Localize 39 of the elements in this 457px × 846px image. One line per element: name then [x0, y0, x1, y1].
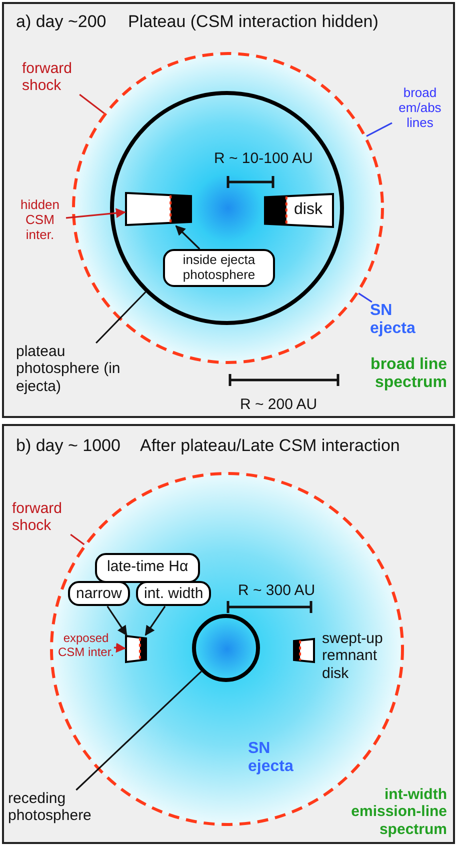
- panel-heading: Plateau (CSM interaction hidden): [128, 12, 378, 32]
- arrow: [175, 225, 200, 250]
- annotation-text: forward shock: [12, 500, 82, 534]
- region-label: SN ejecta: [248, 740, 294, 777]
- segment-label: disk: [294, 201, 322, 220]
- annotation-text: exposed CSM inter.: [58, 632, 114, 660]
- arrow: [144, 606, 166, 636]
- panel-heading: After plateau/Late CSM interaction: [140, 436, 400, 456]
- leader-line: [79, 94, 105, 114]
- spectrum-note: int-width emission-line spectrum: [350, 786, 447, 838]
- leader-line: [76, 670, 202, 791]
- dimension-label: R ~ 200 AU: [240, 396, 318, 414]
- leader-line: [366, 122, 392, 137]
- panel-heading: b) day ~ 1000: [16, 436, 120, 456]
- annotation-text: hidden CSM inter.: [14, 198, 66, 243]
- panel: [2, 424, 455, 844]
- panel-heading: a) day ~200: [16, 12, 106, 32]
- panel: [2, 2, 455, 418]
- callout-bubble: narrow: [68, 581, 130, 606]
- annotation-text: broad em/abs lines: [392, 86, 448, 131]
- region-label: swept-up remnant disk: [322, 630, 384, 682]
- dimension-label: R ~ 300 AU: [238, 582, 316, 600]
- annotation-text: forward shock: [22, 60, 92, 94]
- photosphere-circle: [192, 614, 260, 682]
- callout-bubble: inside ejecta photosphere: [163, 249, 275, 287]
- arrow: [114, 642, 126, 653]
- leader-line: [96, 291, 146, 344]
- annotation-text: plateau photosphere (in ejecta): [16, 343, 126, 395]
- leader-line: [70, 534, 85, 546]
- dimension-label: R ~ 10-100 AU: [214, 150, 313, 168]
- photosphere-circle: [110, 91, 344, 325]
- arrow: [106, 606, 128, 636]
- arrow: [66, 208, 126, 219]
- callout-bubble: late-time Hα: [95, 553, 200, 584]
- annotation-text: receding photosphere: [8, 790, 108, 824]
- leader-line: [358, 292, 372, 303]
- spectrum-note: broad line spectrum: [370, 356, 447, 393]
- annotation-text: SN ejecta: [370, 302, 430, 339]
- callout-bubble: int. width: [136, 581, 212, 606]
